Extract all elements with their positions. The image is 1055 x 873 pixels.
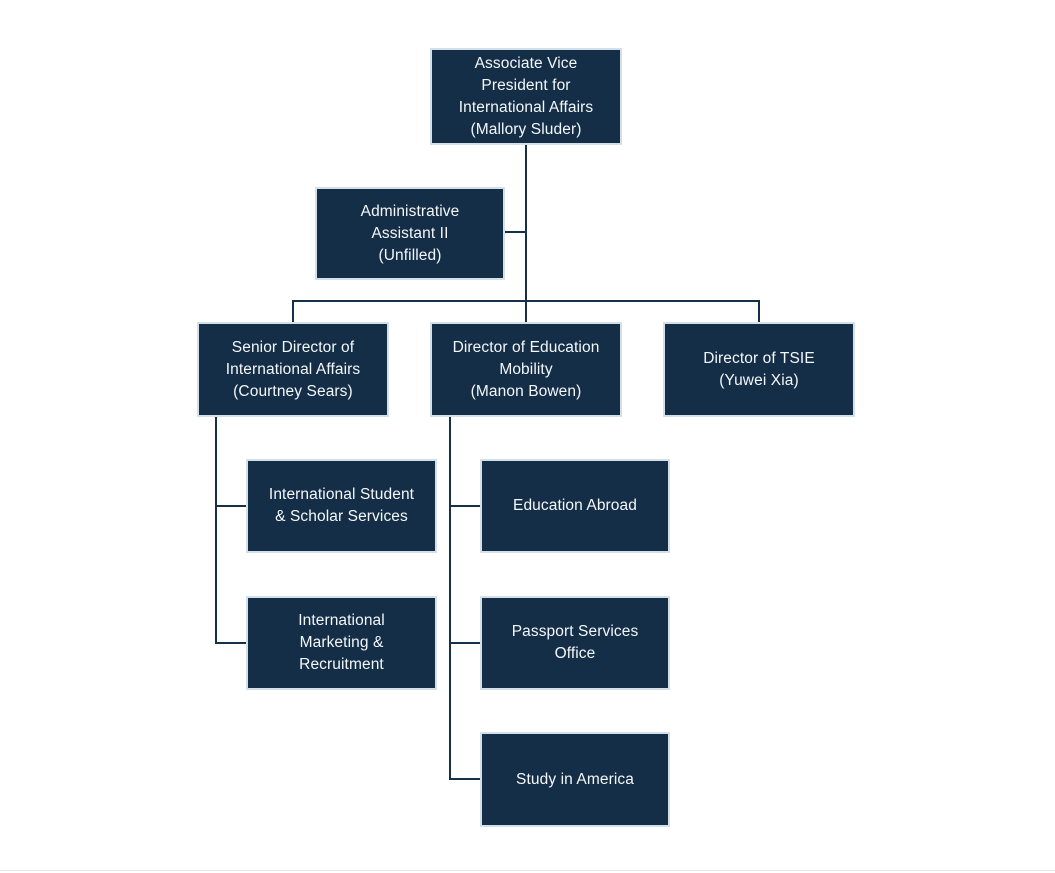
connector-isss-stub: [215, 505, 246, 507]
connector-education-abroad-stub: [449, 505, 480, 507]
org-node-avp-label: Associate Vice President for Internation…: [458, 54, 594, 138]
org-node-study-in-america-label: Study in America: [516, 770, 634, 788]
connector-senior-director-stub: [292, 300, 294, 323]
org-node-isss-label: International Student & Scholar Services: [268, 486, 415, 525]
org-node-international-marketing-recruitment: International Marketing & Recruitment: [246, 596, 437, 690]
org-node-director-tsie-label: Director of TSIE (Yuwei Xia): [703, 349, 815, 389]
connector-study-in-america-stub: [449, 778, 480, 780]
org-node-international-student-scholar-services: International Student & Scholar Services: [246, 459, 437, 553]
connector-tsie-stub: [758, 300, 760, 323]
bottom-divider: [0, 870, 1055, 871]
org-node-senior-director: Senior Director of International Affairs…: [197, 322, 389, 417]
connector-imr-stub: [215, 642, 246, 644]
org-node-admin-assistant-label: Administrative Assistant II (Unfilled): [360, 202, 460, 264]
org-node-imr-label: International Marketing & Recruitment: [298, 612, 385, 673]
org-node-admin-assistant: Administrative Assistant II (Unfilled): [315, 187, 505, 280]
org-node-education-abroad-label: Education Abroad: [513, 497, 637, 514]
org-node-director-education-mobility-label: Director of Education Mobility (Manon Bo…: [452, 338, 600, 400]
org-node-director-tsie: Director of TSIE (Yuwei Xia): [663, 322, 855, 417]
org-node-director-education-mobility: Director of Education Mobility (Manon Bo…: [430, 322, 622, 417]
connector-education-mobility-subtree: [449, 417, 451, 779]
connector-admin-assistant-stub: [505, 231, 527, 233]
org-node-passport-services-office: Passport Services Office: [480, 596, 670, 690]
org-node-study-in-america: Study in America: [480, 732, 670, 827]
org-node-passport-services-office-label: Passport Services Office: [511, 623, 639, 662]
connector-avp-to-branch: [525, 145, 527, 322]
connector-senior-director-subtree: [215, 417, 217, 644]
connector-passport-stub: [449, 642, 480, 644]
org-node-senior-director-label: Senior Director of International Affairs…: [225, 338, 361, 400]
org-node-education-abroad: Education Abroad: [480, 459, 670, 553]
org-node-avp: Associate Vice President for Internation…: [430, 48, 622, 145]
connector-branch-horizontal: [292, 300, 760, 302]
